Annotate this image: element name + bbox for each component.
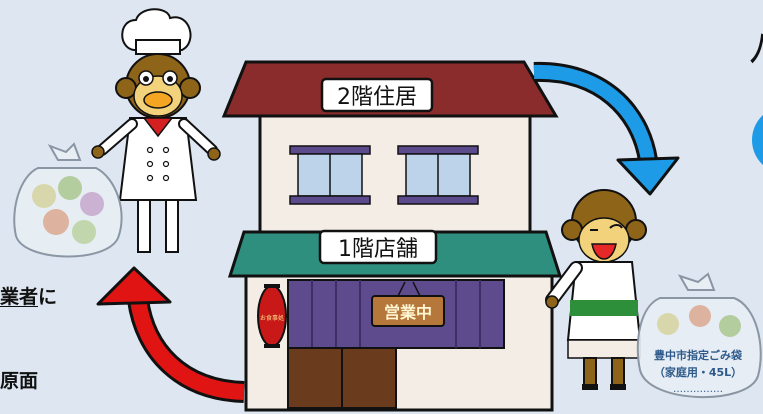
svg-text:ﾉ: ﾉ bbox=[748, 26, 763, 72]
bag-label-line2: （家庭用・45L） bbox=[654, 365, 742, 379]
boy-monkey bbox=[545, 189, 647, 390]
upper-window-left bbox=[289, 145, 371, 205]
open-sign-text: 営業中 bbox=[384, 303, 432, 322]
left-text-line2: 原面 bbox=[0, 370, 39, 392]
upper-window-right bbox=[397, 145, 479, 205]
left-text-line1: 業者に bbox=[0, 282, 57, 309]
lantern-text: お食事処 bbox=[260, 314, 284, 322]
open-sign-board bbox=[371, 295, 445, 327]
bag-label-line1: 豊中市指定ごみ袋 bbox=[654, 348, 743, 362]
shop-building: 2階住居 1階店舗 営業中 お食事処 bbox=[221, 60, 563, 412]
garbage-bag-right: 豊中市指定ごみ袋 （家庭用・45L） …………… bbox=[636, 272, 762, 399]
blue-arrow bbox=[533, 61, 680, 196]
floor2-sign bbox=[320, 77, 434, 113]
left-text-underlined: 業者 bbox=[0, 286, 39, 308]
floor2-label: 2階住居 bbox=[337, 85, 417, 110]
bag-label-dots: …………… bbox=[673, 384, 723, 395]
red-arrow bbox=[96, 266, 245, 403]
floor1-sign bbox=[318, 229, 438, 265]
left-text-suffix: に bbox=[38, 286, 58, 308]
garbage-bag-left bbox=[13, 142, 123, 258]
blue-circle-edge: ﾉ bbox=[748, 26, 763, 166]
floor1-label: 1階店舗 bbox=[338, 237, 418, 262]
chef-monkey bbox=[91, 8, 221, 253]
